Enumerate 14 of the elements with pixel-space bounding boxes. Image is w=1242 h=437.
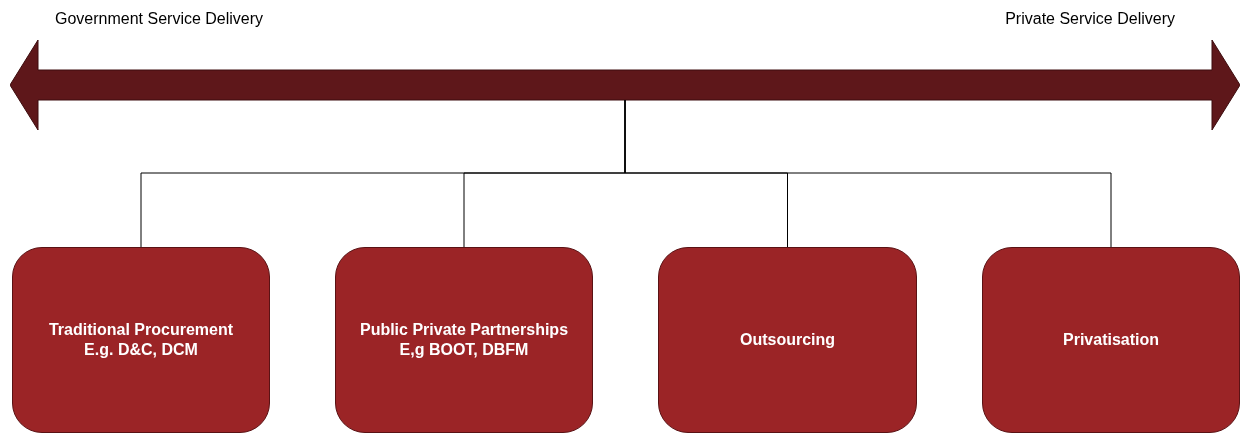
connector-line <box>624 99 1112 248</box>
heading-text: Outsourcing <box>739 330 836 350</box>
end-label: Government Service Delivery <box>55 10 264 28</box>
process-card <box>658 247 917 433</box>
end-label: Private Service Delivery <box>1005 10 1175 28</box>
heading-text: Public Private Partnerships <box>359 320 569 340</box>
double-headed-arrow <box>10 40 1240 130</box>
heading-text: Privatisation <box>1063 330 1159 350</box>
heading-text: Traditional Procurement <box>48 320 233 340</box>
example-text: E.g. D&C, DCM <box>84 340 198 360</box>
example-text: E,g BOOT, DBFM <box>399 340 529 360</box>
process-card <box>982 247 1240 433</box>
process-card <box>335 247 593 433</box>
process-card <box>12 247 270 433</box>
